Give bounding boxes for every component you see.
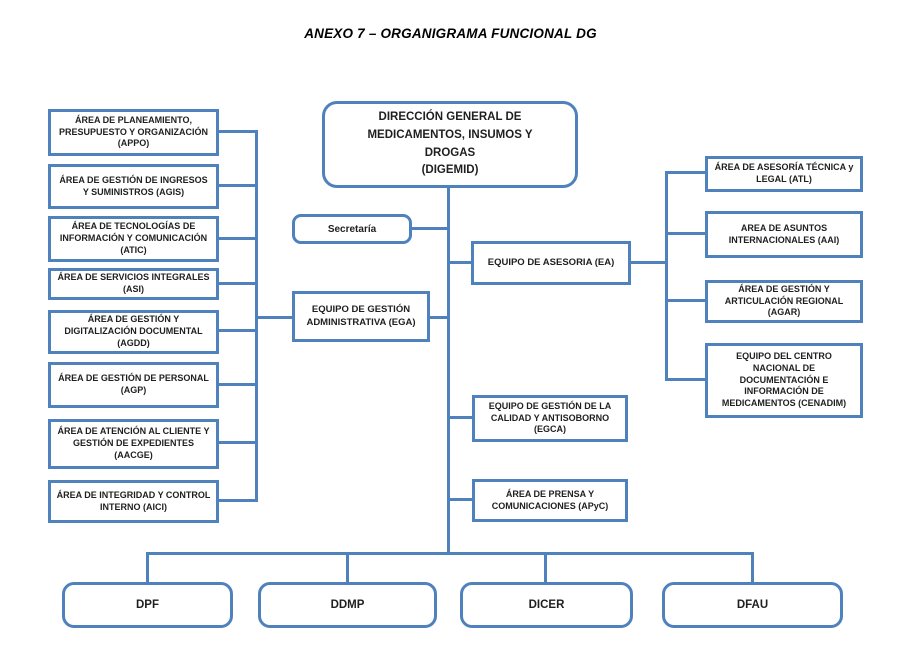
connector-drop-dfau (751, 552, 754, 582)
node-dfau: DFAU (662, 582, 843, 628)
node-atl: ÁREA DE ASESORÍA TÉCNICA y LEGAL (ATL) (705, 156, 863, 192)
connector-right-bus (665, 171, 668, 381)
connector-atic (219, 237, 258, 240)
node-ddmp: DDMP (258, 582, 437, 628)
node-dicer: DICER (460, 582, 633, 628)
connector-atl (668, 171, 705, 174)
connector-agdd (219, 329, 258, 332)
node-digemid: DIRECCIÓN GENERAL DE MEDICAMENTOS, INSUM… (322, 101, 578, 188)
page-title: ANEXO 7 – ORGANIGRAMA FUNCIONAL DG (304, 26, 597, 41)
connector-apyc (450, 498, 472, 501)
connector-drop-dpf (146, 552, 149, 582)
connector-asi (219, 282, 258, 285)
connector-center-trunk (447, 188, 450, 555)
connector-ea-left (450, 261, 471, 264)
connector-secretaria (412, 227, 447, 230)
connector-aai (668, 232, 705, 235)
connector-aacge (219, 441, 258, 444)
connector-aici (219, 499, 258, 502)
connector-appo (219, 130, 258, 133)
connector-ega-right (430, 316, 447, 319)
connector-drop-ddmp (346, 552, 349, 582)
node-aacge: ÁREA DE ATENCIÓN AL CLIENTE Y GESTIÓN DE… (48, 419, 219, 469)
node-asi: ÁREA DE SERVICIOS INTEGRALES (ASI) (48, 268, 219, 300)
connector-agar (668, 299, 705, 302)
node-dpf: DPF (62, 582, 233, 628)
node-appo: ÁREA DE PLANEAMIENTO, PRESUPUESTO Y ORGA… (48, 109, 219, 156)
node-egca: EQUIPO DE GESTIÓN DE LA CALIDAD Y ANTISO… (472, 395, 628, 442)
connector-egca (450, 416, 472, 419)
node-aici: ÁREA DE INTEGRIDAD Y CONTROL INTERNO (AI… (48, 480, 219, 523)
connector-cenadim (668, 378, 705, 381)
connector-ega-left (255, 316, 292, 319)
node-aai: AREA DE ASUNTOS INTERNACIONALES (AAI) (705, 211, 863, 258)
connector-drop-dicer (544, 552, 547, 582)
node-cenadim: EQUIPO DEL CENTRO NACIONAL DE DOCUMENTAC… (705, 343, 863, 418)
node-agp: ÁREA DE GESTIÓN DE PERSONAL (AGP) (48, 362, 219, 408)
connector-ea-right (631, 261, 666, 264)
connector-agp (219, 383, 258, 386)
node-atic: ÁREA DE TECNOLOGÍAS DE INFORMACIÓN Y COM… (48, 216, 219, 262)
node-agdd: ÁREA DE GESTIÓN Y DIGITALIZACIÓN DOCUMEN… (48, 310, 219, 354)
node-ea: EQUIPO DE ASESORIA (EA) (471, 241, 631, 285)
connector-bottom-bus (146, 552, 754, 555)
node-agar: ÁREA DE GESTIÓN Y ARTICULACIÓN REGIONAL … (705, 280, 863, 323)
node-ega: EQUIPO DE GESTIÓN ADMINISTRATIVA (EGA) (292, 291, 430, 342)
node-secretaria: Secretaría (292, 214, 412, 244)
node-apyc: ÁREA DE PRENSA Y COMUNICACIONES (APyC) (472, 479, 628, 522)
node-agis: ÁREA DE GESTIÓN DE INGRESOS Y SUMINISTRO… (48, 164, 219, 209)
connector-agis (219, 184, 258, 187)
